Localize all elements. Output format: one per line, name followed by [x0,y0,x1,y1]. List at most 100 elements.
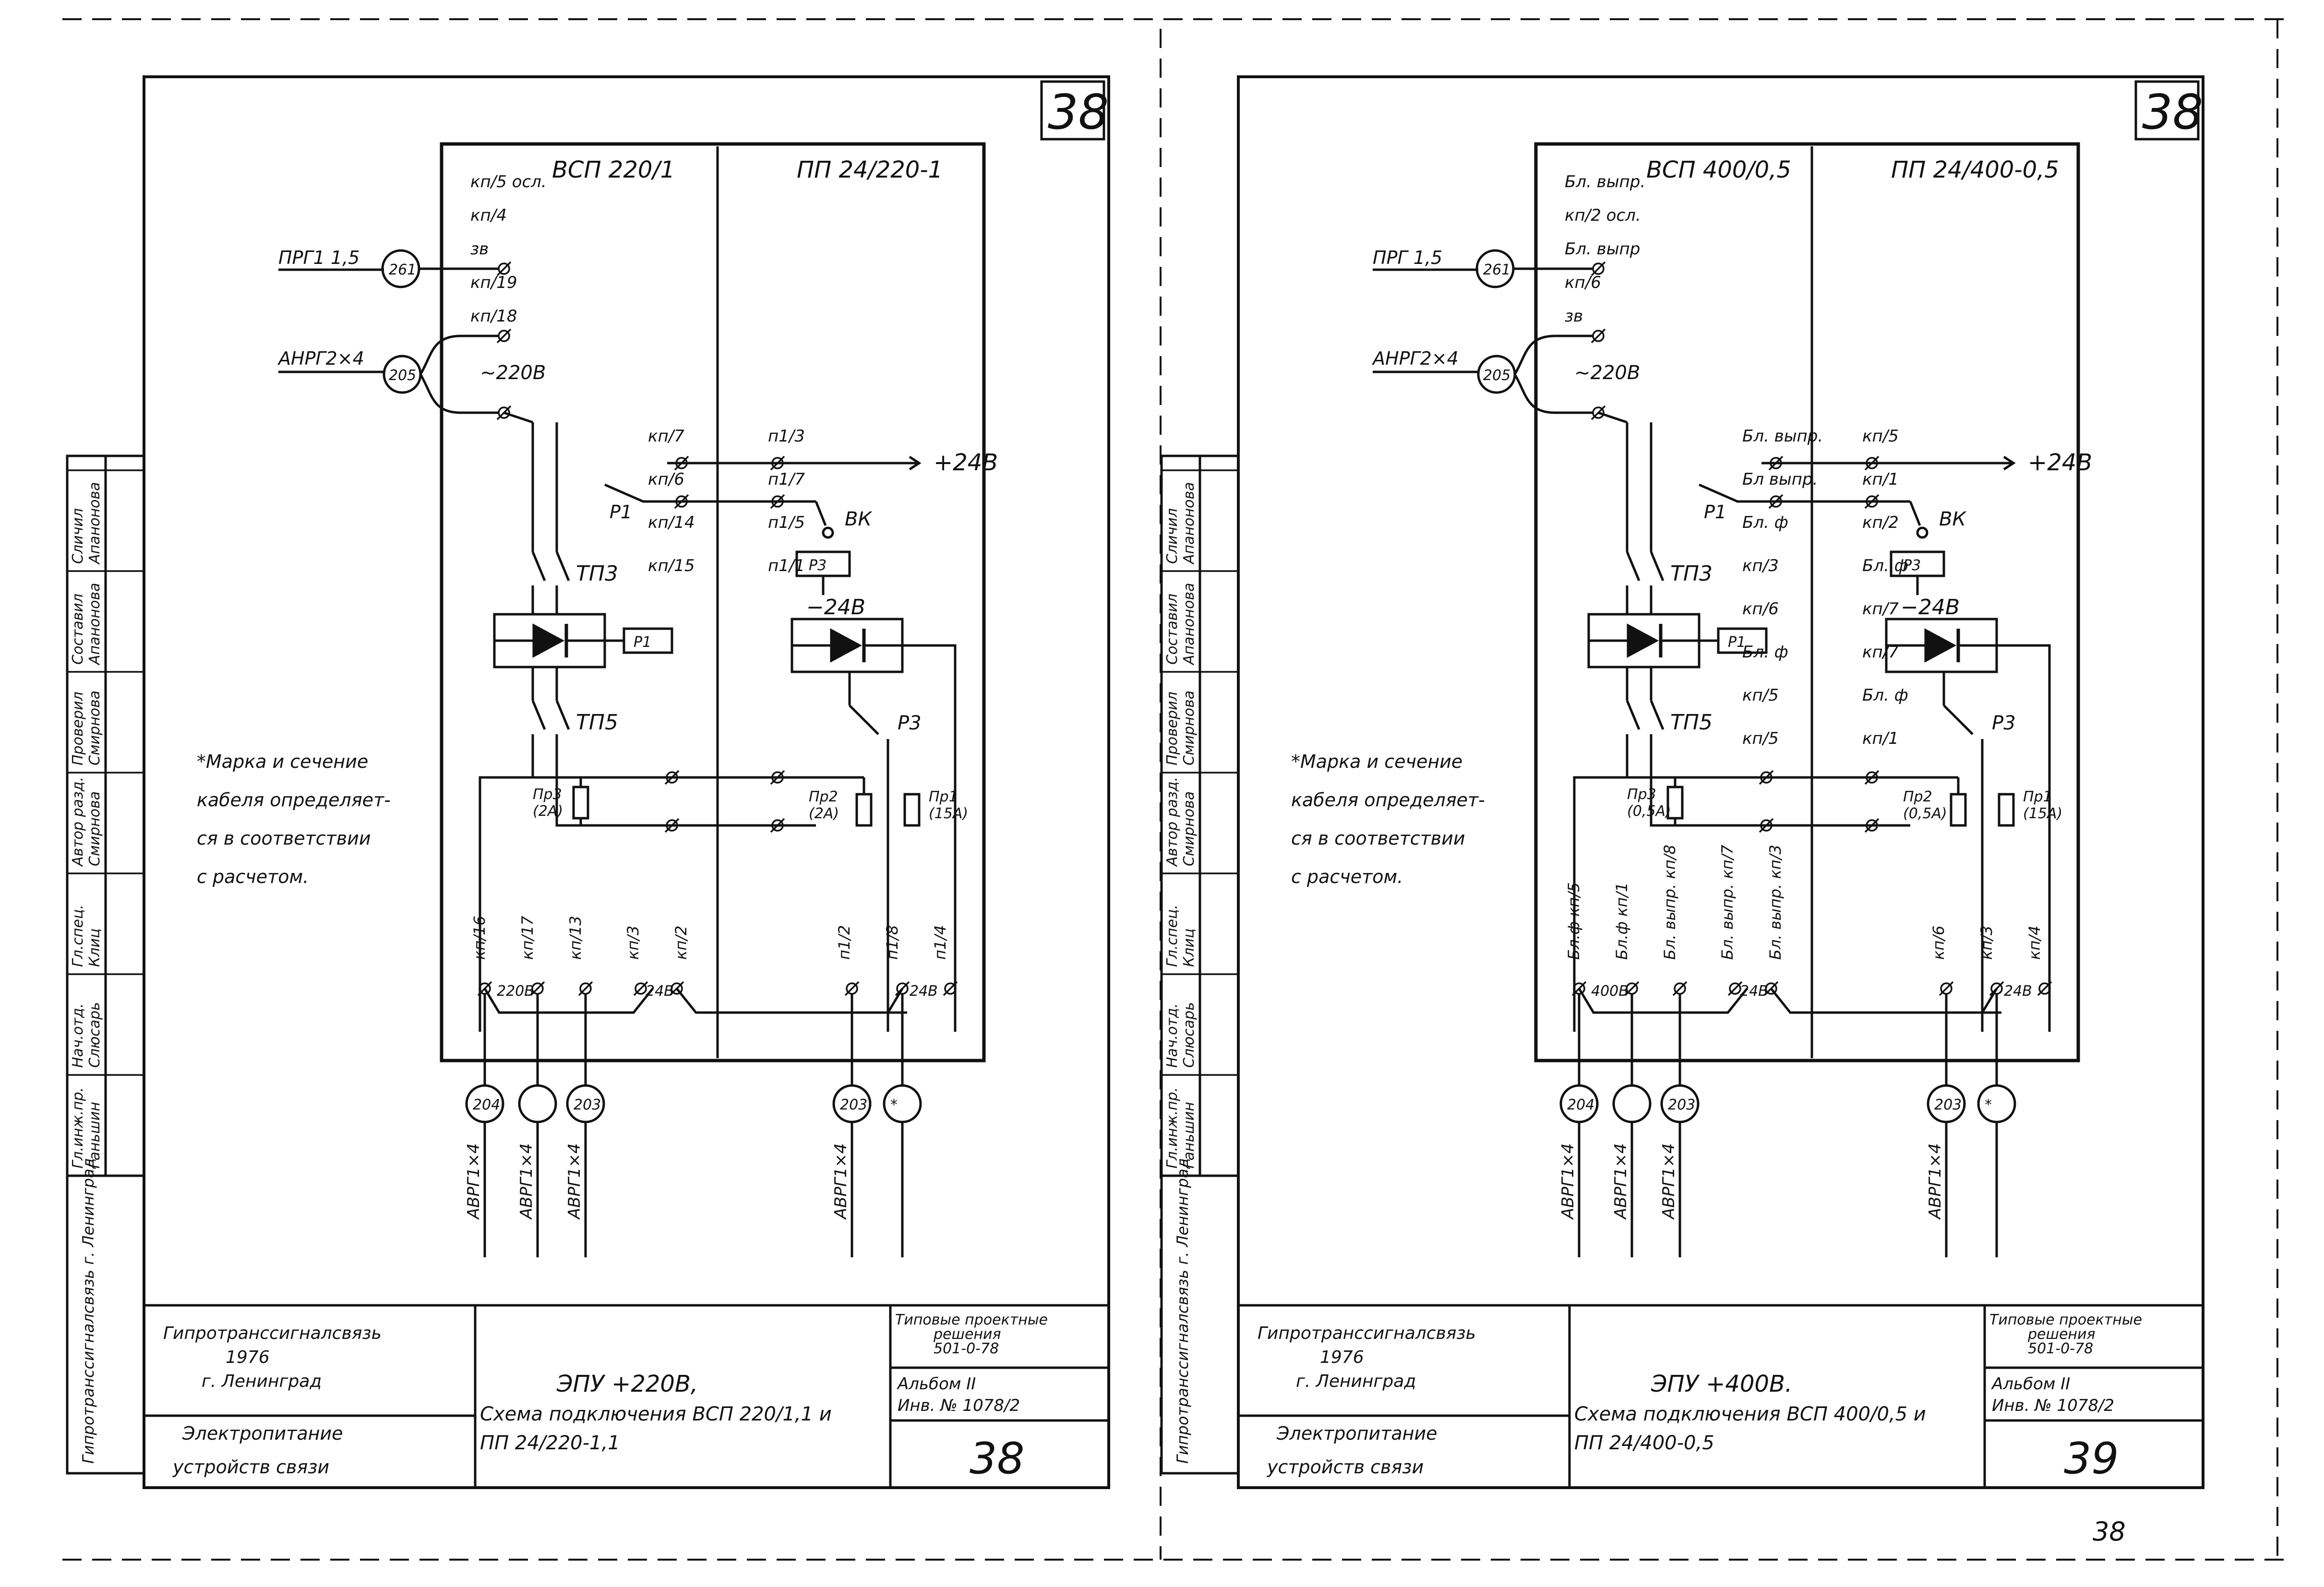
terminal-label-p11: п1/1 [768,556,805,575]
title-org: Гипротранссигналсвязь [163,1324,382,1343]
terminal-icon [846,982,858,995]
terminal-icon [635,982,647,995]
bottom-terminal-label: Бл. выпр. кп/7 [1718,845,1737,960]
title-main-1: ЭПУ +400В. [1651,1371,1792,1397]
voltage-label: ~220В [480,362,546,384]
voltage-label: ~220В [1574,362,1640,384]
fuse-pr2-label: Пр2 [1903,788,1932,805]
stamp-name: Апанонова [1181,482,1198,565]
cable-out-name: АВРГ1×4 [1926,1143,1945,1220]
corner-number-box [2134,80,2200,141]
stamp-org: Гипротранссигналсвязь г. Ленинград [1174,1158,1192,1464]
inv-label: Инв. № 1078/2 [1992,1396,2114,1415]
terminal-label-blf6b: кп/6 [1742,599,1779,619]
terminal-icon [771,771,784,784]
sheet-frame [143,75,1110,1489]
relay-r3-label: Р3 [1992,712,2016,734]
title-main-3: ПП 24/400-0,5 [1574,1432,1714,1454]
bottom-terminal-label: Бл.ф кп/5 [1565,883,1583,960]
terminal-label-kp5: кп/5 осл. [470,172,547,191]
vk-label: ВК [845,508,872,530]
terminal-icon [671,982,683,995]
vk-contact [1916,526,1929,539]
terminal-icon [944,982,957,995]
terminal-label-kp7: кп/7 [648,427,684,446]
terminal-icon [666,771,678,784]
relay-p1-box-label: Р1 [634,634,651,651]
cable-in-num: 205 [1483,367,1510,384]
fuse-pr3-rating: (0,5А) [1627,803,1671,820]
bottom-terminal-label: Бл.ф кп/1 [1613,883,1631,960]
fuse-pr3-rating: (2А) [533,803,563,820]
cable-top-label: ПРГ1 1,5 [278,247,359,268]
cable-out-marker [1612,1084,1652,1123]
tp3-label: ТП3 [1670,561,1713,586]
corner-number: 38 [1048,84,1109,140]
terminal-icon [1626,982,1638,995]
stamp-role: Гл.спец. [70,905,86,967]
terminal-icon [479,982,491,995]
relay-p3-box-label: Р3 [809,557,827,574]
minus24-label: −24В [806,595,865,620]
terminal-icon [1592,406,1605,419]
title-section-2: устройств связи [1267,1456,1424,1478]
sheet-number: 39 [2064,1433,2119,1484]
diode-icon [532,623,565,658]
stamp-name: Смирнова [1181,791,1198,866]
terminal-label-kp2: Бл. выпр. [1565,172,1645,191]
stamp-role: Гл.инж.пр. [1164,1087,1181,1169]
stamp-role: Гл.спец. [1164,905,1181,967]
fuse-pr3-label: Пр3 [533,786,562,803]
relay-r1-label: Р1 [1704,501,1726,523]
terminal-label-kp7: кп/7 [1862,599,1899,619]
stamp-name: Апанонова [1181,583,1198,666]
stamp-name: Смирнова [86,691,103,765]
terminal-icon [675,495,688,508]
bottom-terminal-label: кп/3 [1977,926,1996,960]
title-city: г. Ленинград [202,1372,322,1391]
minus24-label: −24В [1901,595,1960,620]
typical-2: 501-0-78 [2028,1340,2093,1357]
fuse-pr1-label: Пр1 [929,788,958,805]
terminal-label-kp1b: кп/1 [1862,470,1899,489]
cable-out-marker [883,1084,922,1123]
stamp-role: Нач.отд. [1164,1003,1181,1068]
terminal-label-kp6: Бл. выпр [1565,239,1640,259]
plus24-label: +24В [934,449,998,476]
fuse-pr1 [903,793,921,827]
title-year: 1976 [226,1348,270,1367]
terminal-icon [1770,495,1782,508]
cable-top-num: 261 [1483,262,1510,278]
note-line-2: ся в соответствии [1291,828,1465,849]
note-line-3: с расчетом. [1291,866,1403,887]
bottom-value-3: 24В [910,983,938,1000]
terminal-icon [1674,982,1686,995]
bottom-value-1: 400В [1591,983,1629,1000]
terminal-icon [498,263,510,275]
terminal-icon [579,982,592,995]
bottom-terminal-label: кп/17 [518,916,537,960]
stamp-role: Автор разд. [70,777,86,867]
title-org: Гипротранссигналсвязь [1258,1324,1476,1343]
stamp-name: Клиц [1181,929,1198,967]
terminal-icon [1866,819,1878,832]
stamp-name: Смирнова [1181,691,1198,765]
terminal-label-kp6: кп/6 [648,470,684,489]
page-number: 38 [2093,1516,2126,1547]
terminal-label-kp5r: кп/5 [1742,686,1779,705]
terminal-label-kp1: Бл выпр. [1742,470,1818,489]
tp3-label: ТП3 [576,561,618,586]
typical-1: решения [933,1326,1001,1343]
fuse-pr3 [572,786,589,820]
fuse-pr1-rating: (15А) [929,805,968,822]
cable-top-num: 261 [389,262,416,278]
title-block [1237,1304,2204,1489]
cable-out-name: АВРГ1×4 [1611,1143,1630,1220]
bottom-terminal-label: кп/16 [470,916,489,960]
bottom-terminal-label: кп/4 [2025,926,2044,960]
stamp-name: Апанонова [86,482,103,565]
fuse-pr2-rating: (2А) [809,805,839,822]
